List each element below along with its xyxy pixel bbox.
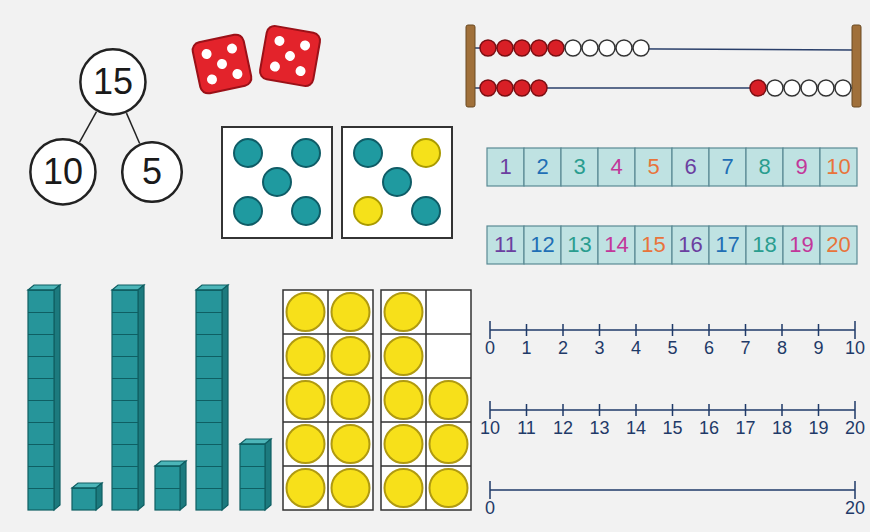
number-line-label: 20 (845, 418, 865, 438)
number-line-label: 0 (485, 498, 495, 518)
number-line-label: 20 (845, 498, 865, 518)
track-number: 17 (709, 226, 746, 264)
track-number: 20 (820, 226, 857, 264)
track-number: 7 (709, 148, 746, 186)
number-line-label: 14 (626, 418, 646, 438)
number-line-label: 13 (589, 418, 609, 438)
part-whole-link (79, 112, 96, 143)
number-line-label: 17 (735, 418, 755, 438)
track-number: 8 (746, 148, 783, 186)
track-number: 15 (635, 226, 672, 264)
number-line-label: 7 (740, 338, 750, 358)
die (191, 33, 253, 95)
track-number: 16 (672, 226, 709, 264)
circle-number: 10 (43, 154, 83, 190)
number-line-label: 2 (558, 338, 568, 358)
track-number: 13 (561, 226, 598, 264)
track-number: 12 (524, 226, 561, 264)
part-whole-link (126, 113, 139, 143)
number-line-label: 12 (553, 418, 573, 438)
track-number: 3 (561, 148, 598, 186)
circle-number: 15 (93, 64, 133, 100)
number-line-label: 8 (777, 338, 787, 358)
number-line-label: 4 (631, 338, 641, 358)
track-number: 10 (820, 148, 857, 186)
number-line-label: 11 (517, 418, 536, 438)
track-number: 1 (487, 148, 524, 186)
number-line-label: 19 (808, 418, 828, 438)
track-number: 11 (487, 226, 524, 264)
track-number: 19 (783, 226, 820, 264)
track-number: 5 (635, 148, 672, 186)
part-whole-circle: 5 (121, 141, 183, 203)
number-line-label: 1 (521, 338, 531, 358)
number-line-label: 6 (704, 338, 714, 358)
track-number: 6 (672, 148, 709, 186)
number-line-label: 16 (699, 418, 719, 438)
part-whole-circle: 15 (79, 48, 147, 116)
track-number: 4 (598, 148, 635, 186)
number-line-label: 10 (845, 338, 865, 358)
number-line-label: 9 (813, 338, 823, 358)
number-line-label: 15 (662, 418, 682, 438)
track-number: 14 (598, 226, 635, 264)
number-line-label: 18 (772, 418, 792, 438)
track-number: 9 (783, 148, 820, 186)
number-line-label: 10 (480, 418, 500, 438)
track-number: 18 (746, 226, 783, 264)
die (259, 25, 322, 88)
track-number: 2 (524, 148, 561, 186)
number-line-label: 5 (667, 338, 677, 358)
circle-number: 5 (142, 154, 162, 190)
number-line-label: 3 (594, 338, 604, 358)
number-line-label: 0 (485, 338, 495, 358)
part-whole-circle: 10 (29, 138, 97, 206)
